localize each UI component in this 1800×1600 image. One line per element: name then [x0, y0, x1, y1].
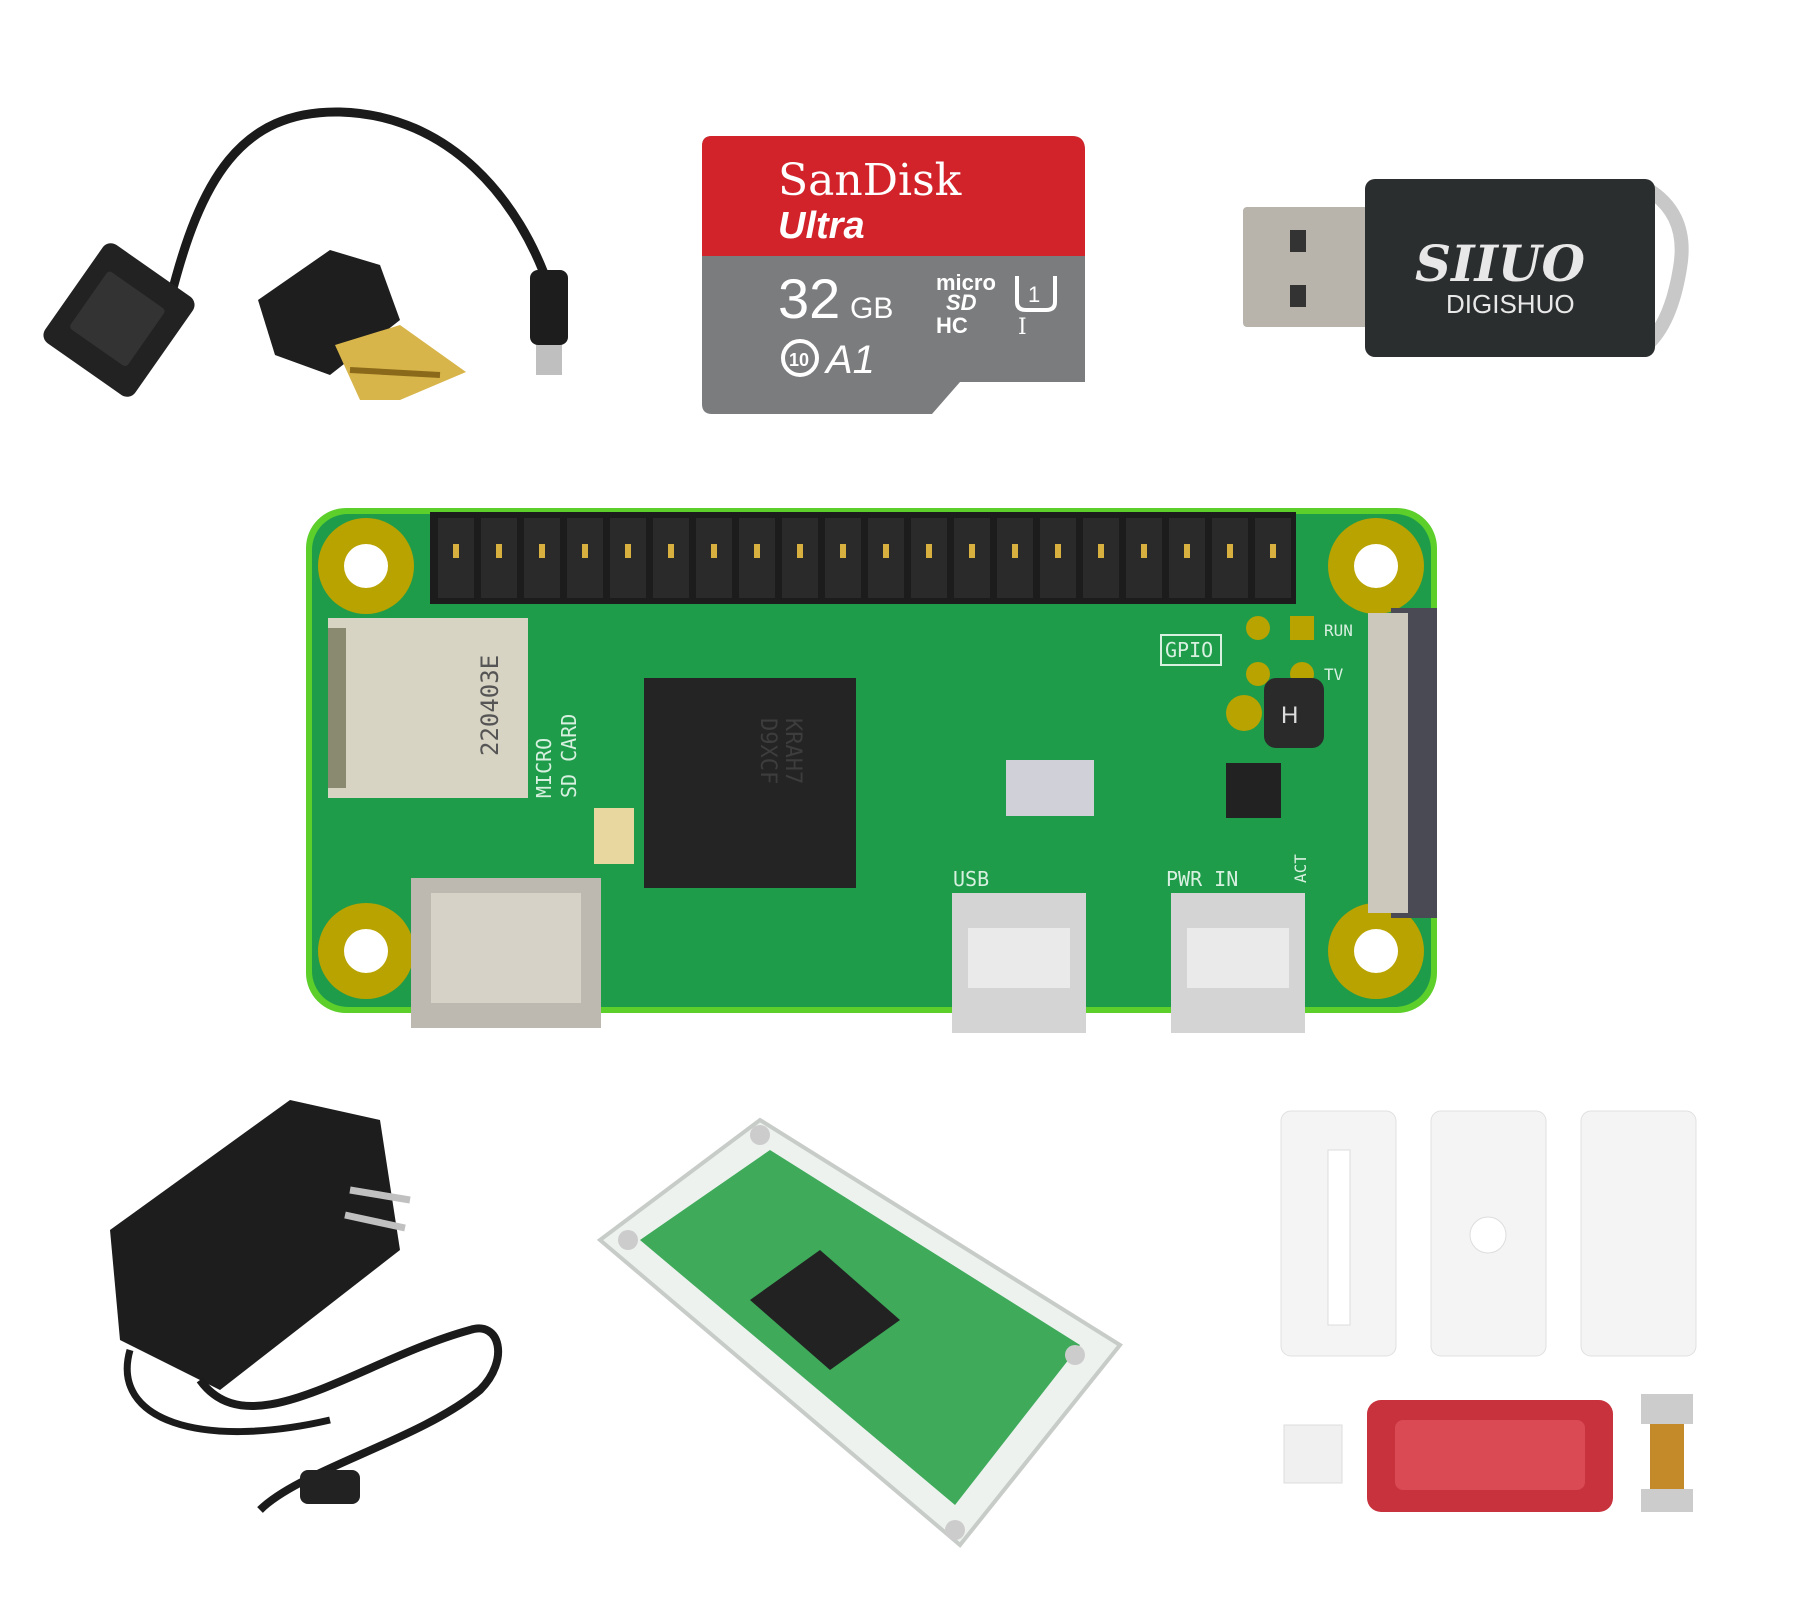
- acrylic-case: [596, 1117, 1123, 1548]
- pin-tip: [883, 544, 889, 558]
- mini-hdmi-port: [411, 878, 601, 1028]
- pin-tip: [754, 544, 760, 558]
- sd-unit: GB: [850, 292, 893, 325]
- pin-tip: [1184, 544, 1190, 558]
- inline-switch: [300, 1470, 360, 1504]
- heatsink: [750, 1250, 900, 1370]
- power-adapter: [110, 1100, 502, 1513]
- inductor: [1264, 678, 1324, 748]
- pin-tip: [1098, 544, 1104, 558]
- micro-usb-plug: [530, 270, 568, 345]
- pin-tip: [711, 544, 717, 558]
- reader-brand: DIGISHUO: [1446, 289, 1575, 319]
- reader-logo: SIIUO: [1415, 234, 1585, 293]
- otg-cable: [43, 107, 568, 397]
- inductor-label: H: [1281, 702, 1298, 729]
- mini-hdmi-adapter: [258, 250, 466, 400]
- case-plate-slot: [1280, 1110, 1397, 1357]
- usb-card-reader: SIIUO DIGISHUO: [1243, 178, 1689, 357]
- sd-uhs: 1: [1028, 282, 1040, 307]
- microsd-card: SanDisk Ultra 32 GB micro SD HC 1 I 10 A…: [702, 136, 1085, 414]
- pin-tip: [1055, 544, 1061, 558]
- sd-app-class: A1: [824, 338, 875, 382]
- micro-label: MICRO: [532, 738, 556, 798]
- pwr-in-label: PWR IN: [1166, 867, 1238, 891]
- pin-tip: [1141, 544, 1147, 558]
- sd-sd-logo: SD: [946, 290, 977, 315]
- sd-speed-class: 10: [789, 350, 809, 370]
- pin-tip: [797, 544, 803, 558]
- crystal: [594, 808, 634, 864]
- sd-card-label: SD CARD: [557, 714, 581, 798]
- pin-tip: [539, 544, 545, 558]
- pin-tip: [582, 544, 588, 558]
- camera-connector: [1368, 608, 1437, 918]
- red-case: [1367, 1400, 1613, 1512]
- usb-port: [952, 893, 1086, 1033]
- sd-uhs-class: I: [1018, 315, 1027, 340]
- pin-tip: [1227, 544, 1233, 558]
- soc-chip: KRAH7 D9XCF: [644, 678, 856, 888]
- rubber-feet: [1283, 1424, 1343, 1484]
- pin-tip: [840, 544, 846, 558]
- chip-text-1: KRAH7: [780, 718, 805, 784]
- case-plate-hole: [1430, 1110, 1547, 1357]
- pin-tip: [453, 544, 459, 558]
- pin-tip: [668, 544, 674, 558]
- pin-tip: [1270, 544, 1276, 558]
- sd-capacity: 32: [778, 267, 840, 330]
- camera-ribbon-cable: [1641, 1394, 1693, 1512]
- sd-micro: micro: [936, 270, 996, 295]
- microsd-slot: [328, 618, 528, 798]
- run-label: RUN: [1324, 621, 1353, 640]
- power-port: [1171, 893, 1305, 1033]
- sd-brand: SanDisk: [778, 155, 962, 206]
- raspberry-pi-zero-board: 220403E MICRO SD CARD KRAH7 D9XCF GPIO R…: [306, 508, 1437, 1033]
- sd-serial: 220403E: [476, 655, 504, 756]
- pin-tip: [496, 544, 502, 558]
- mounting-holes: [318, 518, 1424, 999]
- usb-label: USB: [953, 867, 989, 891]
- wifi-chip-shield: [1006, 760, 1094, 816]
- pin-tip: [625, 544, 631, 558]
- pin-tip: [1012, 544, 1018, 558]
- act-label: ACT: [1291, 854, 1310, 883]
- sd-hc: HC: [936, 313, 968, 338]
- chip-text-2: D9XCF: [755, 718, 780, 784]
- case-plate-solid: [1580, 1110, 1697, 1357]
- pin-tip: [926, 544, 932, 558]
- gpio-header: [430, 512, 1296, 604]
- tv-label: TV: [1324, 665, 1344, 684]
- sd-line: Ultra: [778, 205, 865, 247]
- gpio-label: GPIO: [1165, 638, 1213, 662]
- pin-tip: [969, 544, 975, 558]
